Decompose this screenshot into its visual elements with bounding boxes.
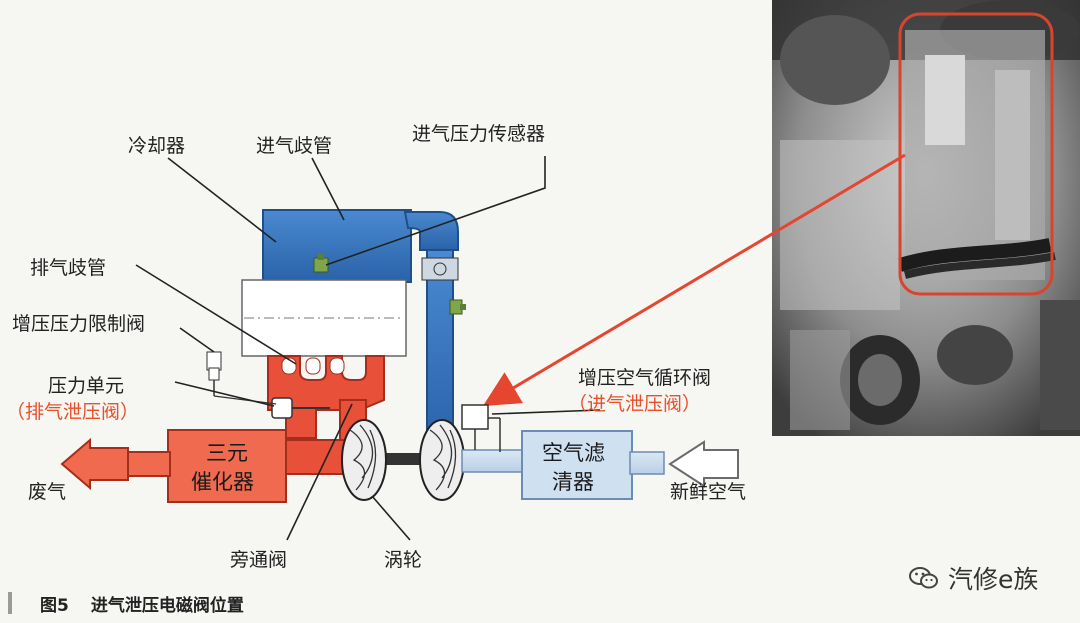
air-filter — [521, 430, 633, 500]
watermark-text: 汽修e族 — [948, 565, 1039, 594]
label-cooler: 冷却器 — [128, 135, 185, 157]
turbocharger — [341, 419, 465, 501]
label-exhaust-gas: 废气 — [28, 481, 66, 503]
label-pressure-unit-note: （排气泄压阀） — [6, 401, 139, 423]
label-exhaust-manifold: 排气歧管 — [30, 257, 106, 279]
label-air-filter-line2: 清器 — [552, 470, 594, 494]
turbine-wheel — [341, 419, 387, 501]
tube-sensor — [449, 299, 466, 315]
label-boost-limit-valve: 增压压力限制阀 — [12, 313, 145, 335]
recirc-valve — [461, 404, 501, 452]
label-catalyst-line2: 催化器 — [191, 470, 254, 494]
exhaust-system — [60, 351, 385, 503]
caption-title: 进气泄压电磁阀位置 — [90, 595, 244, 616]
pressure-unit — [271, 397, 330, 419]
label-fresh-air: 新鲜空气 — [670, 481, 746, 503]
wechat-logo-icon — [909, 567, 938, 589]
caption-number: 图5 — [40, 595, 69, 616]
exhaust-manifold — [267, 355, 385, 439]
intake-pipe — [461, 449, 525, 473]
fresh-air-arrow — [668, 440, 739, 488]
caption-bar — [8, 592, 12, 614]
label-recirc-valve: 增压空气循环阀 — [578, 367, 711, 389]
leader-lines — [135, 156, 601, 541]
figure-caption: 图5 进气泄压电磁阀位置 — [8, 588, 244, 618]
intake-manifold — [262, 209, 412, 283]
intake-pressure-sensor — [313, 254, 329, 273]
photo-highlight-outline — [898, 12, 1054, 296]
boost-limit-valve — [206, 351, 277, 405]
label-intake-pressure-sensor: 进气压力传感器 — [412, 123, 545, 145]
catalytic-converter — [167, 429, 287, 503]
label-bypass-valve: 旁通阀 — [230, 549, 287, 571]
label-pressure-unit: 压力单元 — [48, 375, 124, 397]
fresh-air-path — [461, 404, 739, 500]
label-intake-manifold: 进气歧管 — [256, 135, 332, 157]
label-air-filter-line1: 空气滤 — [542, 441, 605, 465]
compressor-wheel — [419, 419, 465, 501]
label-recirc-valve-note: （进气泄压阀） — [568, 393, 701, 415]
watermark: 汽修e族 — [908, 560, 1038, 596]
turbo-shaft — [380, 453, 428, 465]
label-catalyst-line1: 三元 — [206, 441, 248, 465]
intake-top-pipe — [403, 211, 459, 251]
engine-photo — [772, 0, 1080, 436]
label-turbine: 涡轮 — [384, 549, 422, 571]
exhaust-out-arrow — [60, 437, 129, 491]
intake-system — [241, 209, 466, 449]
throttle-housing — [421, 257, 459, 281]
pointer-arrow — [482, 153, 906, 407]
intake-down-tube — [426, 249, 454, 449]
